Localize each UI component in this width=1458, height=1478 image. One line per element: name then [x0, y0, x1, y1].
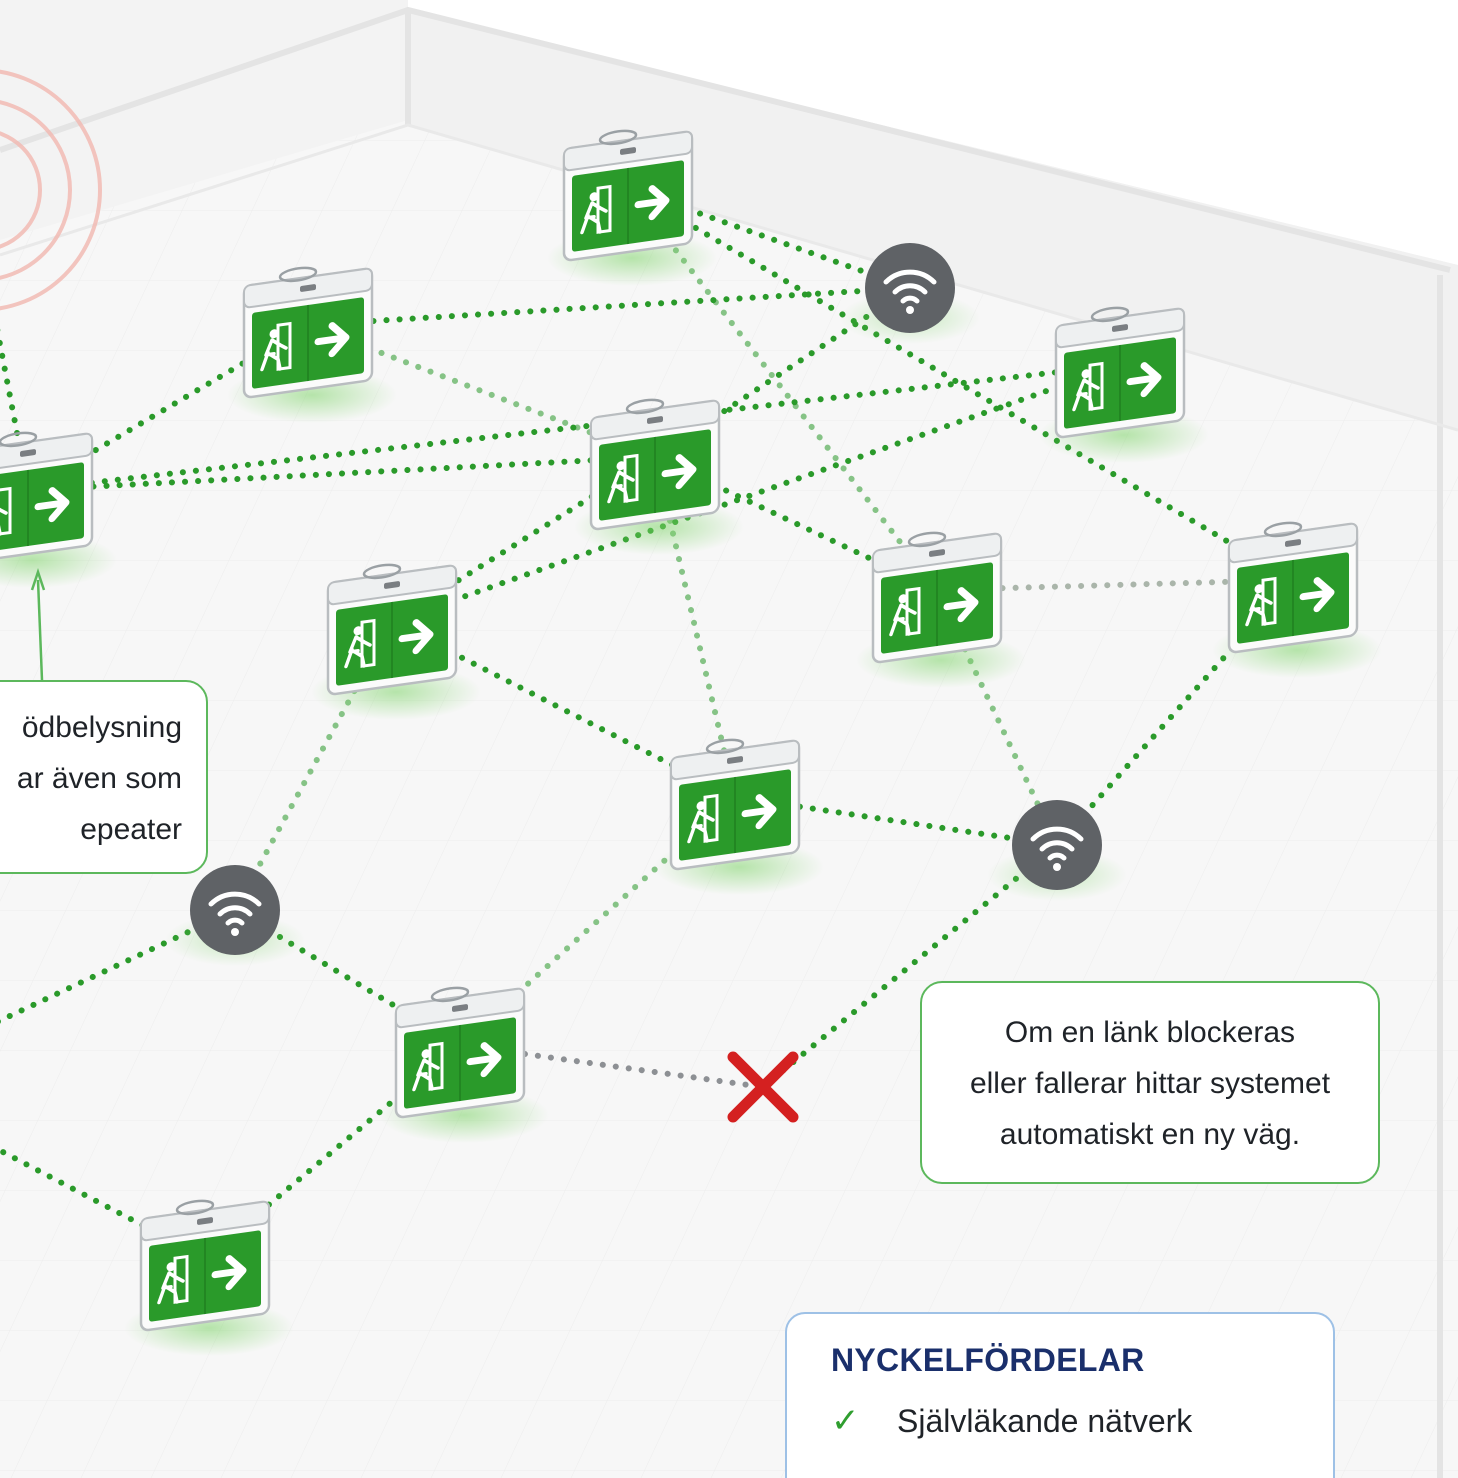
exit-sign-s8 [654, 738, 824, 895]
broken-link-x1 [727, 1051, 799, 1123]
repeater-callout: ödbelysning ar även som epeater [0, 680, 208, 874]
exit-sign-body [589, 398, 721, 531]
benefit-label: Självläkande nätverk [897, 1402, 1193, 1439]
link-s7-r3 [934, 587, 1060, 848]
exit-sign-s9 [1212, 521, 1382, 678]
exit-sign-body [1227, 521, 1359, 654]
benefits-title: NYCKELFÖRDELAR [831, 1342, 1145, 1378]
exit-sign-s4 [574, 398, 744, 555]
wifi-icon [1030, 826, 1084, 871]
repeater-callout-line-2: ar även som [16, 762, 182, 795]
exit-sign-s1 [227, 266, 397, 423]
link-r2-edge-left [0, 907, 238, 1024]
reroute-callout-line-2: eller fallerar hittar systemet [969, 1067, 1331, 1100]
link-s5-s2 [25, 362, 1123, 493]
callout-pointer [30, 568, 46, 681]
exit-sign-body [139, 1199, 271, 1332]
exit-sign-body [1054, 306, 1186, 439]
repeater-callout-line-3: epeater [80, 813, 182, 846]
link-s1-r1 [305, 285, 913, 328]
benefit-item: ✓ Självläkande nätverk [831, 1401, 1333, 1441]
arrow-right-icon [661, 454, 697, 490]
arrow-right-icon [741, 794, 777, 830]
exit-sign-body [871, 531, 1003, 664]
link-r2-s10 [232, 907, 463, 1048]
repeater-r2 [165, 865, 305, 966]
link-s3-s9 [625, 185, 1296, 583]
exit-sign-s11 [124, 1199, 294, 1356]
exit-sign-s5 [1039, 306, 1209, 463]
arrow-right-icon [314, 322, 350, 358]
exit-sign-body [669, 738, 801, 871]
reroute-callout: Om en länk blockeras eller fallerar hitt… [920, 981, 1380, 1184]
repeater-r3 [987, 800, 1127, 901]
exit-sign-s6 [311, 563, 481, 720]
link-s10-s8 [457, 794, 738, 1048]
exit-sign-body [394, 986, 526, 1119]
exit-sign-s2 [0, 431, 117, 588]
nodes-layer [0, 129, 1382, 1356]
arrow-right-icon [943, 587, 979, 623]
signal-waves [0, 69, 102, 311]
exit-sign-body [326, 563, 458, 696]
wifi-icon [208, 891, 262, 936]
exit-sign-body [562, 129, 694, 262]
repeater-r1 [840, 243, 980, 344]
exit-sign-body [242, 266, 374, 399]
exit-sign-s10 [379, 986, 549, 1143]
wall-edge [0, 6, 1451, 1478]
reroute-callout-line-3: automatiskt en ny väg. [999, 1118, 1301, 1151]
right-wall [408, 10, 1458, 430]
arrow-right-icon [466, 1042, 502, 1078]
exit-sign-body [0, 431, 94, 564]
arrow-right-icon [211, 1255, 247, 1291]
red-x-icon [727, 1051, 799, 1123]
link-s1-s4 [305, 322, 658, 460]
repeater-callout-line-1: ödbelysning [21, 711, 182, 744]
check-icon: ✓ [831, 1402, 860, 1440]
arrow-right-icon [634, 185, 670, 221]
arrow-right-icon [1126, 362, 1162, 398]
arrow-right-icon [1299, 577, 1335, 613]
benefits-panel: NYCKELFÖRDELAR ✓ Självläkande nätverk [785, 1312, 1335, 1478]
exit-sign-s3 [547, 129, 717, 286]
reroute-callout-line-1: Om en länk blockeras [1004, 1016, 1296, 1049]
arrow-right-icon [34, 487, 70, 523]
link-s2-s4 [25, 454, 658, 493]
wifi-icon [883, 269, 937, 314]
back-wall [0, 0, 408, 240]
arrow-right-icon [398, 619, 434, 655]
exit-sign-s7 [856, 531, 1026, 688]
